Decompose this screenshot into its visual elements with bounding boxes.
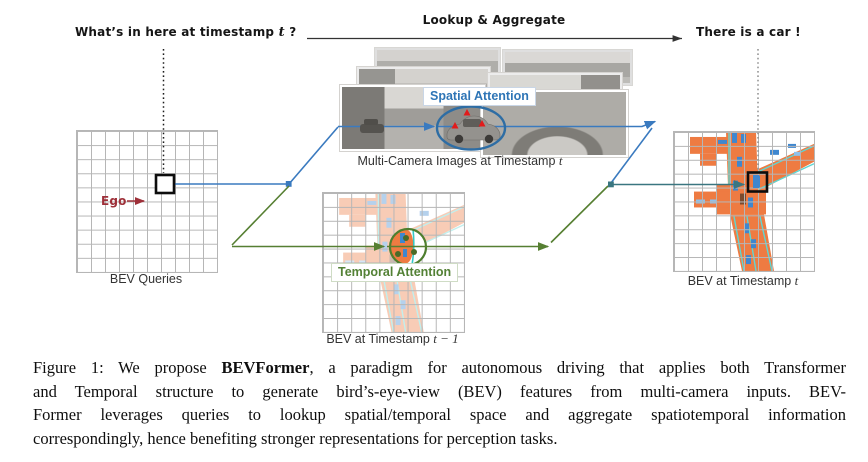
ego-label: Ego <box>101 194 127 208</box>
question-annotation: What’s in here at timestamp t ? <box>75 25 297 40</box>
multi-camera-caption: Multi-Camera Images at Timestamp t <box>357 153 563 168</box>
bev-queries-grid <box>76 130 218 273</box>
answer-annotation: There is a car ! <box>696 25 801 39</box>
lookup-aggregate-label: Lookup & Aggregate <box>422 13 566 27</box>
caption-line-4: correspondingly, hence benefiting strong… <box>33 428 558 448</box>
grid-lines <box>674 132 814 271</box>
bevformer-bold: BEVFormer <box>221 358 310 377</box>
bev-t-minus-1-caption: BEV at Timestamp t − 1 <box>326 331 459 346</box>
caption-line-1: Figure 1: We propose BEVFormer, a paradi… <box>33 358 846 377</box>
temporal-attention-label: Temporal Attention <box>331 263 459 282</box>
caption-line-3: Former leverages queries to lookup spati… <box>33 405 846 424</box>
junction-dot-left <box>285 181 292 187</box>
bev-t-minus-1-grid <box>322 192 465 333</box>
caption-line-2: and Temporal structure to generate bird’… <box>33 381 846 401</box>
junction-dot-right <box>608 181 614 188</box>
spatial-attention-label: Spatial Attention <box>423 87 536 106</box>
figure-caption: Figure 1: We propose BEVFormer, a paradi… <box>33 356 846 450</box>
bev-t-grid <box>673 131 815 272</box>
bevformer-diagram: What’s in here at timestamp t ? Lookup &… <box>75 13 815 346</box>
bev-queries-caption: BEV Queries <box>109 272 183 286</box>
grid-lines <box>77 131 217 272</box>
bev-t-caption: BEV at Timestamp t <box>687 273 799 288</box>
